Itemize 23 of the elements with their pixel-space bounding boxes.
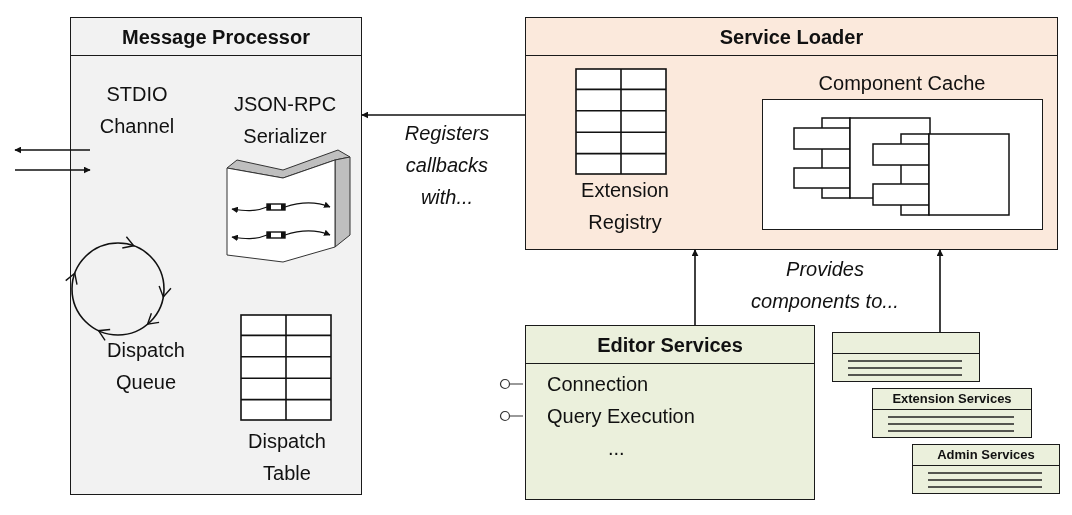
ellipsis-text: ... bbox=[608, 436, 625, 461]
panel-title: Message Processor bbox=[122, 24, 310, 50]
component-label: JSON-RPC Serializer bbox=[232, 92, 338, 149]
component-label: STDIO Channel bbox=[98, 81, 176, 139]
class-box bbox=[912, 444, 1060, 494]
panel-title: Service Loader bbox=[719, 24, 864, 50]
arrow bbox=[361, 111, 526, 119]
note-text: Provides components to... bbox=[750, 257, 900, 314]
component-label: Dispatch Table bbox=[247, 429, 327, 486]
component-label: Extension Registry bbox=[580, 178, 670, 235]
class-title: Admin Services bbox=[937, 446, 1035, 465]
arrow bbox=[691, 249, 699, 326]
class-title: Editor Services bbox=[597, 332, 743, 358]
class-box bbox=[832, 332, 980, 382]
component-heading: Component Cache bbox=[818, 70, 986, 96]
arrow bbox=[14, 146, 91, 154]
arrow bbox=[936, 249, 944, 333]
arrow bbox=[14, 166, 91, 174]
service-item: Query Execution bbox=[547, 404, 695, 429]
class-title: Extension Services bbox=[892, 390, 1012, 409]
component-label: Dispatch Queue bbox=[106, 338, 186, 395]
service-item: Connection bbox=[547, 372, 649, 397]
class-box bbox=[872, 388, 1032, 438]
